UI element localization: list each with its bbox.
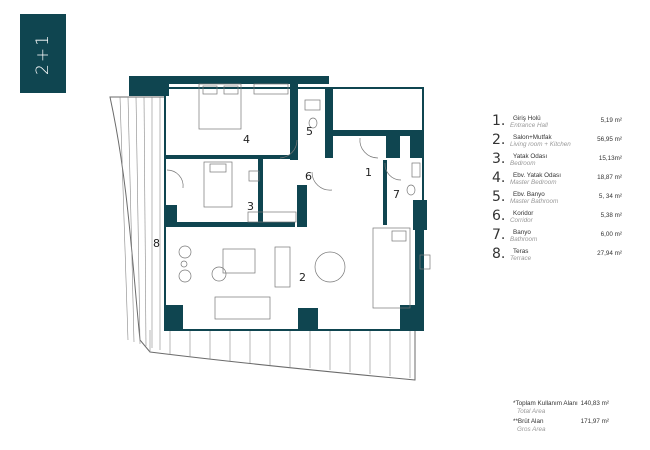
- legend-name-en: Corridor: [510, 217, 533, 224]
- room-label-4: 4: [243, 133, 250, 146]
- room-labels: 1 2 3 4 5 6 7 8: [153, 125, 400, 284]
- legend-number: 4.: [492, 170, 506, 186]
- legend-area: 18,87 m²: [597, 174, 622, 181]
- room-label-7: 7: [393, 188, 400, 201]
- legend-name-tr: Yatak Odası: [513, 153, 548, 160]
- room-label-1: 1: [365, 166, 372, 179]
- legend-name-tr: Giriş Holü: [513, 115, 541, 122]
- terrace: [109, 96, 416, 381]
- legend-number: 5.: [492, 189, 506, 205]
- legend-number: 3.: [492, 151, 506, 167]
- unit-type-badge: 2+1: [20, 14, 66, 93]
- apartment-walls: [129, 76, 427, 331]
- legend-area: 6,00 m²: [600, 231, 622, 238]
- legend-name-tr: Banyo: [513, 229, 531, 236]
- legend-area: 27,94 m²: [597, 250, 622, 257]
- gross-label-en: Gros Area: [517, 426, 546, 433]
- gross-area-value: 171,97 m²: [580, 418, 609, 425]
- legend-number: 6.: [492, 208, 506, 224]
- room-label-3: 3: [247, 200, 254, 213]
- legend-name-en: Bathroom: [510, 236, 538, 243]
- legend-name-en: Entrance Hall: [510, 122, 548, 129]
- total-label-en: Total Area: [517, 408, 546, 415]
- legend-name-tr: Koridor: [513, 210, 534, 217]
- legend-name-en: Bedroom: [510, 160, 536, 167]
- total-label-tr: *Toplam Kullanım Alanı: [513, 400, 578, 407]
- legend-number: 2.: [492, 132, 506, 148]
- legend-name-tr: Teras: [513, 248, 529, 255]
- legend-area: 5,38 m²: [600, 212, 622, 219]
- legend-name-en: Master Bedroom: [510, 179, 557, 186]
- legend-name-en: Terrace: [510, 255, 532, 262]
- room-label-8: 8: [153, 237, 160, 250]
- legend-number: 1.: [492, 113, 506, 129]
- legend-name-tr: Salon+Mutfak: [513, 134, 552, 141]
- furniture: [166, 83, 431, 320]
- room-label-6: 6: [305, 170, 312, 183]
- legend-area: 5, 34 m²: [598, 193, 622, 200]
- legend-number: 7.: [492, 227, 506, 243]
- legend-name-en: Master Bathroom: [510, 198, 559, 205]
- room-label-2: 2: [299, 271, 306, 284]
- room-label-5: 5: [306, 125, 313, 138]
- total-area-value: 140,83 m²: [580, 400, 609, 407]
- gross-label-tr: **Brüt Alan: [513, 418, 544, 425]
- legend-area: 5,19 m²: [600, 117, 622, 124]
- legend-name-en: Living room + Kitchen: [510, 141, 571, 148]
- legend-area: 56,95 m²: [597, 136, 622, 143]
- legend-area: 15,13m²: [598, 155, 622, 162]
- legend-number: 8.: [492, 246, 506, 262]
- legend-name-tr: Ebv. Yatak Odası: [513, 172, 561, 179]
- legend-name-tr: Ebv. Banyo: [513, 191, 545, 198]
